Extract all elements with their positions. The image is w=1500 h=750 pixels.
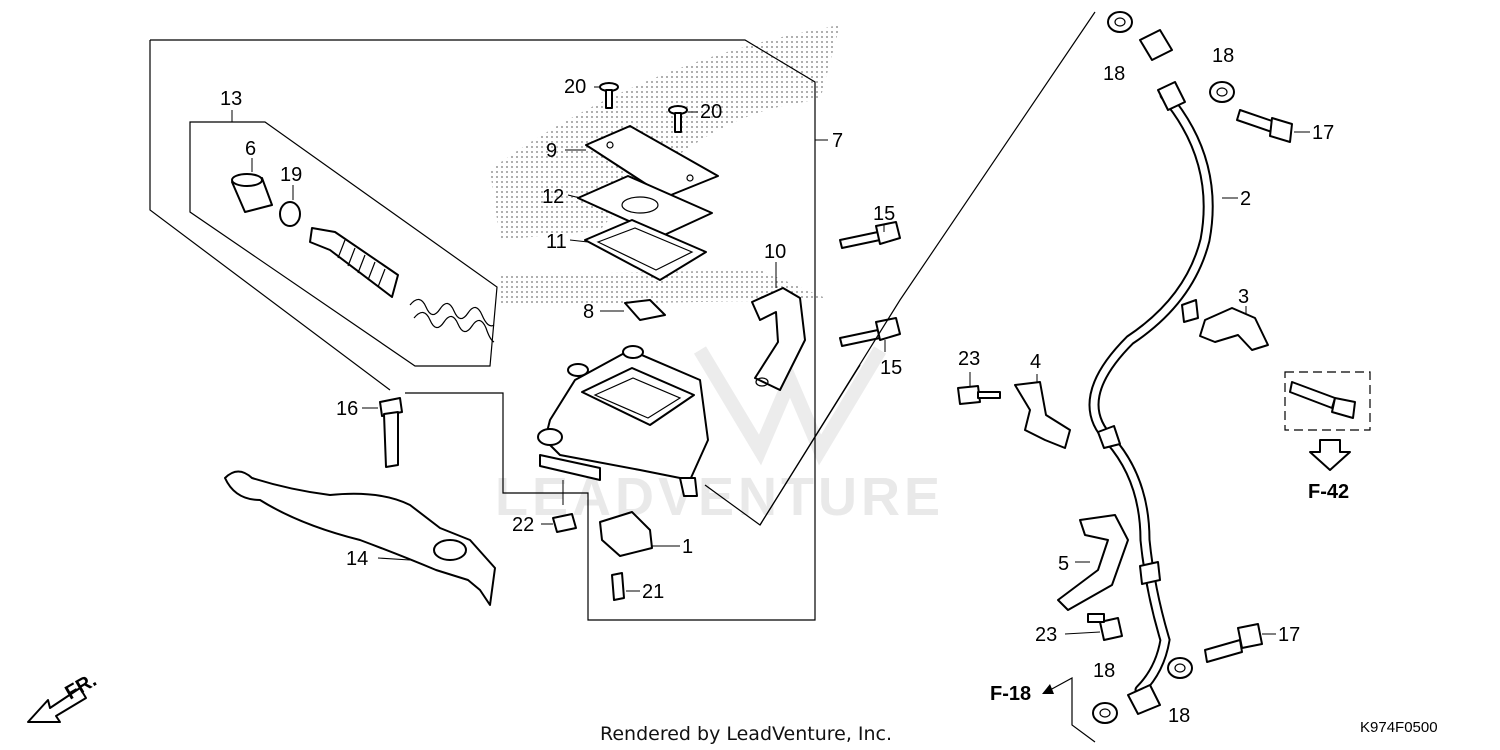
f18-leader [1049, 676, 1096, 743]
callout-17-upper: 17 [1312, 122, 1334, 144]
circlip-part [279, 185, 301, 227]
callout-6: 6 [245, 138, 256, 160]
bolt-15-lower [839, 317, 901, 352]
callout-4: 4 [1030, 351, 1041, 373]
callout-15-lower: 15 [880, 357, 902, 379]
banjo-leader-lower [759, 364, 861, 526]
reservoir-cap-part [565, 125, 719, 198]
stop-switch-part [599, 511, 680, 557]
f18-arrowhead [1042, 684, 1054, 694]
piston-kit-13-outline [189, 121, 498, 367]
callout-21: 21 [642, 581, 664, 603]
bolt-23-lower [1064, 613, 1123, 641]
banjo-bolt-17-upper [1236, 109, 1310, 143]
footer-credit: Rendered by LeadVenture, Inc. [600, 723, 892, 745]
float-part [600, 299, 666, 321]
washer-18-d [1167, 657, 1193, 679]
callout-15-upper: 15 [873, 203, 895, 225]
brake-hose-part [1088, 29, 1238, 715]
callout-10: 10 [764, 241, 786, 263]
callout-23-upper: 23 [958, 348, 980, 370]
callout-19: 19 [280, 164, 302, 186]
callout-13: 13 [220, 88, 242, 110]
callout-20-a: 20 [564, 76, 586, 98]
callout-5: 5 [1058, 553, 1069, 575]
callout-3: 3 [1238, 286, 1249, 308]
ref-label-f42: F-42 [1308, 481, 1349, 503]
callout-7: 7 [832, 130, 843, 152]
front-direction-arrow [27, 687, 87, 723]
piston-part [309, 227, 399, 298]
direction-arrow-f42 [1309, 439, 1351, 471]
callout-9: 9 [546, 140, 557, 162]
callout-12: 12 [542, 186, 564, 208]
washer-18-b [1209, 81, 1235, 103]
stay-4-part [1014, 374, 1071, 449]
callout-23-lower: 23 [1035, 624, 1057, 646]
callout-18-a: 18 [1103, 63, 1125, 85]
washer-18-c [1092, 702, 1118, 724]
bolt-15-upper [839, 221, 901, 249]
callout-16: 16 [336, 398, 358, 420]
master-cylinder-body [537, 345, 709, 505]
callout-14: 14 [346, 548, 368, 570]
ref-label-f18: F-18 [990, 683, 1031, 705]
bolt-23-upper [957, 372, 1001, 405]
banjo-bolt-17-lower [1204, 623, 1276, 663]
pivot-bolt-part [362, 397, 403, 468]
nut-part [541, 513, 577, 533]
callout-22: 22 [512, 514, 534, 536]
screw-20-a [594, 82, 619, 109]
screw-21-part [611, 572, 640, 601]
spring-part [409, 298, 495, 343]
holder-clamp-part [751, 262, 806, 391]
assembly-7-outline [149, 39, 816, 621]
washer-18-a [1107, 11, 1133, 33]
diaphragm-part [569, 219, 707, 281]
brake-lever-part [224, 470, 496, 606]
callout-20-b: 20 [700, 101, 722, 123]
callout-18-b: 18 [1212, 45, 1234, 67]
stay-5-part [1057, 514, 1129, 611]
callout-18-c: 18 [1093, 660, 1115, 682]
screw-20-b [668, 105, 698, 133]
callout-11: 11 [546, 231, 567, 253]
callout-18-d: 18 [1168, 705, 1190, 727]
wing-shading [490, 25, 840, 305]
hose-clamp-3-part [1199, 306, 1371, 431]
callout-1: 1 [682, 536, 693, 558]
callout-8: 8 [583, 301, 594, 323]
diagram-code: K974F0500 [1360, 719, 1438, 736]
callout-2: 2 [1240, 188, 1251, 210]
callout-17-lower: 17 [1278, 624, 1300, 646]
boot-part [231, 158, 273, 213]
